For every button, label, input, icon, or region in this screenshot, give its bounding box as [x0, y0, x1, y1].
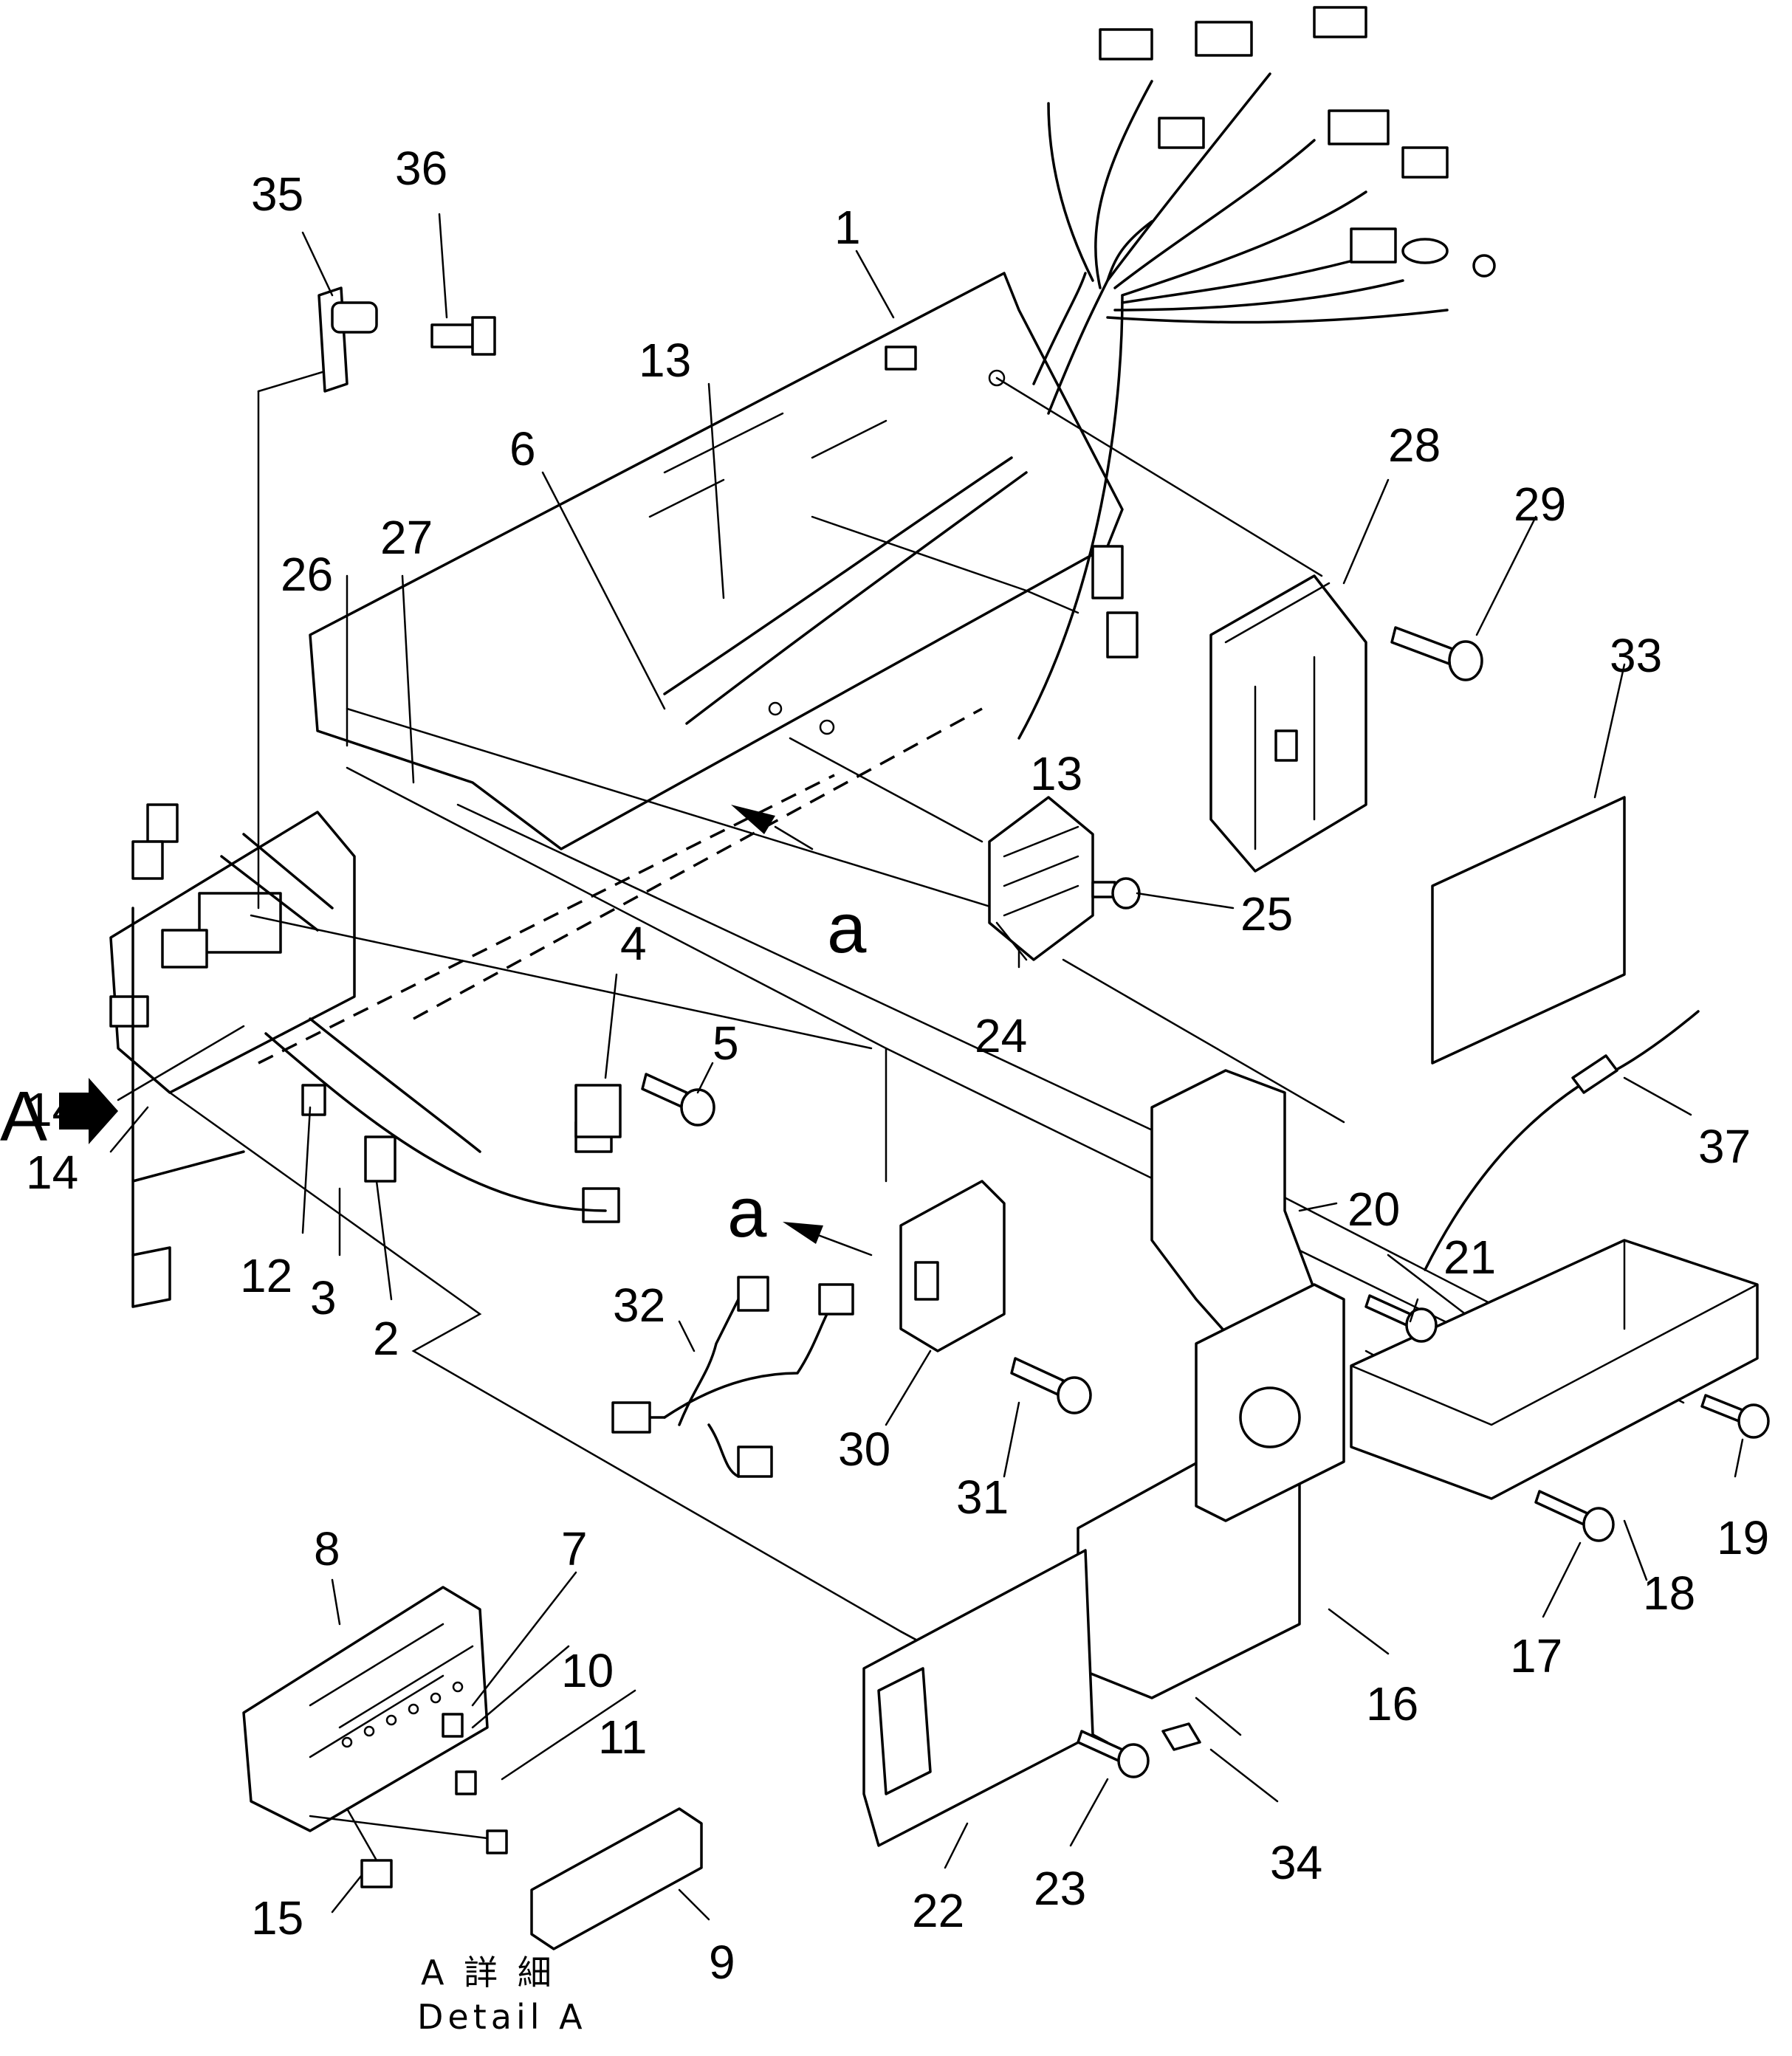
part-16-blower-case [1077, 1283, 1345, 1699]
callout-10: 10 [561, 1644, 614, 1697]
callout-14-upper: 14 [26, 1083, 78, 1136]
part-37-wire [1424, 1010, 1700, 1271]
connection-label-a-1: a [827, 889, 867, 968]
callout-32: 32 [613, 1279, 665, 1332]
callout-31: 31 [956, 1471, 1009, 1524]
callout-23: 23 [1034, 1862, 1086, 1915]
callout-1: 1 [834, 201, 861, 254]
part-29-bolt [1390, 626, 1483, 681]
callout-5: 5 [713, 1017, 739, 1070]
callout-21: 21 [1443, 1231, 1496, 1284]
callout-9: 9 [709, 1936, 735, 1989]
callout-29: 29 [1514, 478, 1566, 531]
callout-8: 8 [314, 1522, 340, 1575]
part-35-switch [317, 286, 378, 393]
callout-27: 27 [380, 511, 433, 564]
part-17-bolt [1534, 1490, 1615, 1542]
part-33-sheet [1431, 796, 1626, 1065]
part-23-bolt [1077, 1730, 1150, 1778]
callout-26: 26 [281, 548, 333, 601]
fuse-box-cluster [109, 803, 620, 1308]
callout-34: 34 [1270, 1836, 1322, 1889]
part-22-duct [862, 1549, 1094, 1847]
callout-16: 16 [1366, 1677, 1418, 1730]
callout-36: 36 [395, 142, 447, 195]
part-19-bolt [1700, 1394, 1770, 1439]
part-34-clip [1161, 1722, 1201, 1751]
part-5-bolt [641, 1073, 715, 1127]
callout-14-lower: 14 [26, 1146, 78, 1199]
part-36-bolt [430, 316, 496, 356]
callout-17: 17 [1510, 1629, 1562, 1682]
part-4-relay [574, 1084, 622, 1138]
callout-7: 7 [561, 1522, 588, 1575]
callout-13-top: 13 [639, 334, 691, 387]
callout-24: 24 [975, 1009, 1027, 1062]
part-25-bolt [1091, 877, 1141, 910]
callout-22: 22 [912, 1884, 964, 1937]
detail-caption-en: Detail A [417, 1997, 587, 2037]
callout-37: 37 [1698, 1120, 1751, 1173]
callout-2: 2 [373, 1312, 399, 1365]
callout-19: 19 [1717, 1511, 1769, 1564]
detail-caption-jp: A 詳 細 [421, 1953, 556, 1993]
harness-plate [309, 272, 1139, 850]
part-24-unit [988, 796, 1094, 961]
part-31-bolt [1010, 1357, 1092, 1414]
callout-33: 33 [1610, 629, 1662, 682]
part-28-controller [1209, 574, 1367, 873]
view-marker-a: A [0, 1077, 47, 1156]
part-18-duct [1350, 1239, 1759, 1500]
view-a-arrow [59, 1078, 118, 1144]
wire-harness-bundle [663, 6, 1496, 740]
callout-3: 3 [310, 1271, 337, 1324]
part-32-wire-harness [611, 1276, 854, 1478]
connection-arrow-a-1 [731, 805, 814, 850]
connection-arrow-a-2 [783, 1222, 873, 1256]
part-30-module [899, 1180, 1006, 1352]
callout-28: 28 [1388, 419, 1441, 472]
callout-25: 25 [1240, 887, 1293, 941]
callout-20: 20 [1348, 1183, 1400, 1236]
callout-4: 4 [620, 917, 647, 970]
callout-30: 30 [838, 1423, 890, 1476]
callout-6: 6 [509, 422, 536, 475]
callout-11: 11 [598, 1711, 647, 1764]
callout-18: 18 [1643, 1567, 1695, 1620]
callout-15: 15 [251, 1891, 303, 1945]
callout-13-right: 13 [1030, 747, 1082, 800]
detail-a-fuse-block [242, 1586, 703, 1950]
callout-35: 35 [251, 168, 303, 221]
callout-labels: 1 2 3 4 5 6 7 8 9 10 11 12 13 13 14 14 1… [26, 142, 1769, 1989]
callout-12: 12 [240, 1249, 292, 1302]
callout-leaders [109, 213, 1744, 1921]
part-21-bolt [1364, 1294, 1438, 1343]
connection-label-a-2: a [727, 1173, 767, 1252]
